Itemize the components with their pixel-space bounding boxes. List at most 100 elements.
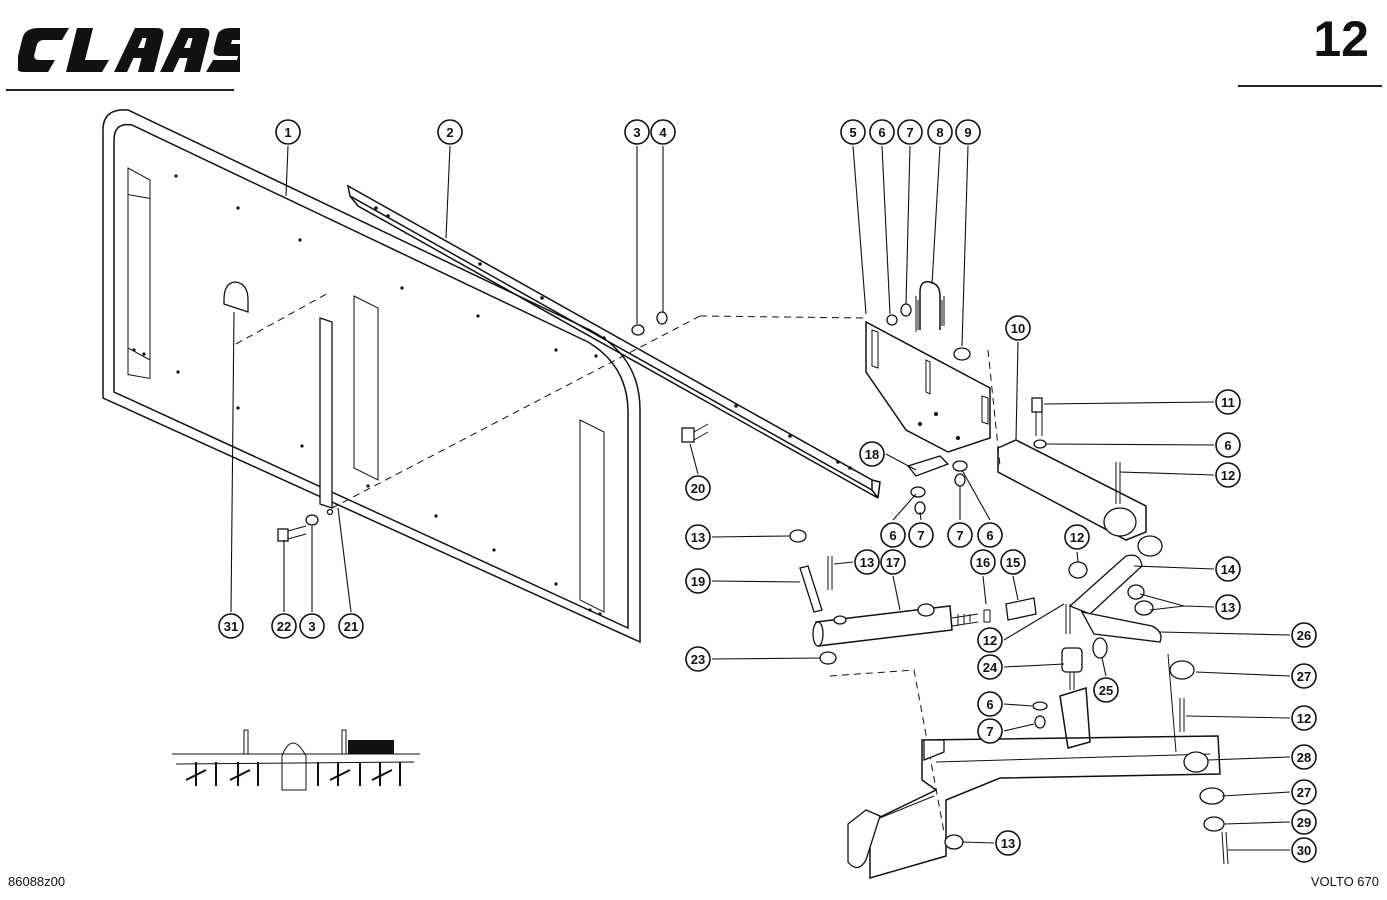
callout-7: 7 <box>947 522 973 548</box>
svg-text:12: 12 <box>1070 530 1084 545</box>
svg-text:13: 13 <box>860 555 874 570</box>
svg-text:6: 6 <box>986 697 993 712</box>
svg-text:15: 15 <box>1006 555 1020 570</box>
frame-28 <box>847 653 1229 879</box>
header-rule-left <box>6 89 234 91</box>
svg-text:2: 2 <box>446 125 453 140</box>
callout-13: 13 <box>854 549 880 575</box>
svg-text:16: 16 <box>976 555 990 570</box>
callout-14: 14 <box>1215 556 1241 582</box>
svg-text:31: 31 <box>224 619 238 634</box>
callout-30: 30 <box>1291 837 1317 863</box>
callout-12: 12 <box>1215 462 1241 488</box>
svg-text:26: 26 <box>1297 628 1311 643</box>
callout-7: 7 <box>977 718 1003 744</box>
callout-5: 5 <box>840 119 866 145</box>
svg-text:18: 18 <box>865 447 879 462</box>
pin-12a <box>827 556 833 590</box>
svg-text:14: 14 <box>1221 562 1236 577</box>
svg-text:8: 8 <box>936 125 943 140</box>
callout-6: 6 <box>977 522 1003 548</box>
callout-23: 23 <box>685 646 711 672</box>
callout-6: 6 <box>880 522 906 548</box>
callout-12: 12 <box>1064 524 1090 550</box>
callout-28: 28 <box>1291 744 1317 770</box>
callout-6: 6 <box>1215 432 1241 458</box>
model-name: VOLTO 670 <box>1310 874 1379 889</box>
svg-text:7: 7 <box>917 528 924 543</box>
callout-11: 11 <box>1215 389 1241 415</box>
callout-9: 9 <box>955 119 981 145</box>
svg-text:10: 10 <box>1011 321 1025 336</box>
callout-29: 29 <box>1291 809 1317 835</box>
svg-text:3: 3 <box>633 125 640 140</box>
callout-7: 7 <box>897 119 923 145</box>
svg-text:13: 13 <box>691 530 705 545</box>
washer-6a <box>886 314 898 326</box>
callout-2: 2 <box>437 119 463 145</box>
svg-text:21: 21 <box>344 619 358 634</box>
callout-18: 18 <box>859 441 885 467</box>
svg-text:6: 6 <box>986 528 993 543</box>
svg-text:5: 5 <box>849 125 856 140</box>
svg-text:17: 17 <box>886 555 900 570</box>
callout-13: 13 <box>1215 594 1241 620</box>
drawing-number: 86088z00 <box>8 874 66 889</box>
callout-3: 3 <box>624 119 650 145</box>
callout-16: 16 <box>970 549 996 575</box>
page-number: 12 <box>1313 11 1369 67</box>
callout-19: 19 <box>685 568 711 594</box>
link-plates-14-26 <box>1065 554 1162 659</box>
callout-13: 13 <box>685 524 711 550</box>
cylinder-17 <box>812 597 1037 665</box>
svg-text:20: 20 <box>691 481 705 496</box>
callout-3: 3 <box>299 613 325 639</box>
svg-text:22: 22 <box>277 619 291 634</box>
svg-text:27: 27 <box>1297 669 1311 684</box>
callout-1: 1 <box>275 119 301 145</box>
bracket-5 <box>865 320 991 453</box>
svg-text:7: 7 <box>986 724 993 739</box>
pin-19 <box>799 565 823 613</box>
callout-8: 8 <box>927 119 953 145</box>
plate-18 <box>906 455 968 515</box>
svg-text:24: 24 <box>983 660 998 675</box>
svg-text:28: 28 <box>1297 750 1311 765</box>
machine-thumbnail <box>172 729 420 791</box>
callout-21: 21 <box>338 613 364 639</box>
claas-logo <box>18 28 240 72</box>
callout-6: 6 <box>977 691 1003 717</box>
svg-text:7: 7 <box>906 125 913 140</box>
svg-text:9: 9 <box>964 125 971 140</box>
washer-9 <box>953 347 971 361</box>
callout-27: 27 <box>1291 779 1317 805</box>
callout-22: 22 <box>271 613 297 639</box>
cover-31 <box>223 281 249 313</box>
svg-text:4: 4 <box>659 125 667 140</box>
callout-20: 20 <box>685 475 711 501</box>
callout-12: 12 <box>1291 705 1317 731</box>
svg-text:6: 6 <box>889 528 896 543</box>
callout-7: 7 <box>908 522 934 548</box>
callout-27: 27 <box>1291 663 1317 689</box>
svg-text:3: 3 <box>308 619 315 634</box>
callout-6: 6 <box>869 119 895 145</box>
svg-text:23: 23 <box>691 652 705 667</box>
svg-text:30: 30 <box>1297 843 1311 858</box>
svg-text:27: 27 <box>1297 785 1311 800</box>
header-rule-right <box>1238 85 1382 87</box>
svg-text:25: 25 <box>1099 683 1113 698</box>
svg-text:6: 6 <box>878 125 885 140</box>
svg-text:13: 13 <box>1001 836 1015 851</box>
panel-part <box>102 109 641 644</box>
svg-text:1: 1 <box>284 125 291 140</box>
pin-24 <box>1032 647 1091 749</box>
svg-text:19: 19 <box>691 574 705 589</box>
callout-13: 13 <box>995 830 1021 856</box>
callout-26: 26 <box>1291 622 1317 648</box>
angle-strip-part <box>346 184 881 499</box>
svg-text:7: 7 <box>956 528 963 543</box>
arm-10 <box>997 397 1163 557</box>
